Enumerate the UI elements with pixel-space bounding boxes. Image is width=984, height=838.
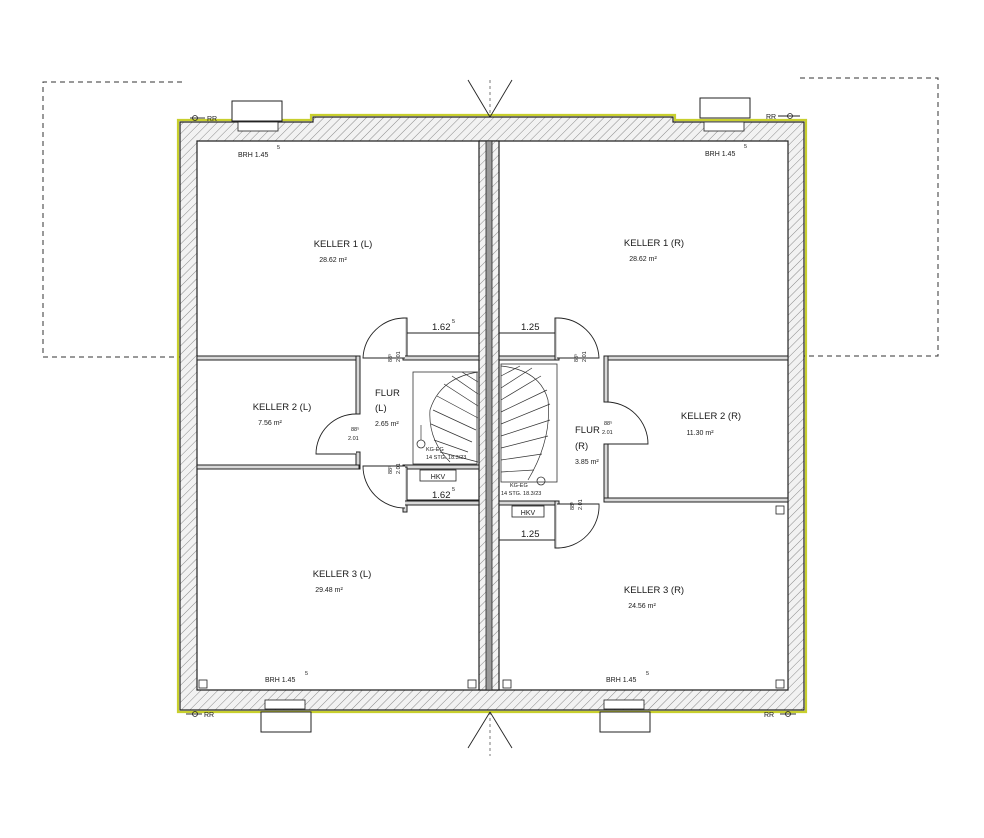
window-top-left xyxy=(231,100,283,122)
door-width: 88⁵ xyxy=(387,466,394,474)
rr-marker-bottom-left: RR xyxy=(186,711,214,719)
room-area-flur-r: 3.85 m² xyxy=(575,459,599,466)
room-name-keller1-r: KELLER 1 (R) xyxy=(624,238,684,249)
brh-label-bottom-left: BRH 1.45 5 xyxy=(265,671,308,684)
window-top-right xyxy=(699,97,751,119)
brh-text: BRH 1.45 xyxy=(705,151,735,158)
rr-marker-bottom-right: RR xyxy=(764,711,796,719)
hkv-label-right: HKV xyxy=(521,510,536,517)
room-side-flur-r: (R) xyxy=(575,441,588,452)
room-name-keller2-r: KELLER 2 (R) xyxy=(681,411,741,422)
door-height: 2.01 xyxy=(396,463,402,474)
rr-label-top-left: RR xyxy=(207,116,217,123)
stair-label: KG-EG xyxy=(426,447,444,453)
door-annot-flur-l-bottom: 88⁵ 2.01 xyxy=(387,463,402,474)
room-area-keller1-l: 28.62 m² xyxy=(319,257,347,264)
room-name-flur-l: FLUR xyxy=(375,388,400,399)
outer-walls xyxy=(176,113,808,714)
room-area-keller1-r: 28.62 m² xyxy=(629,256,657,263)
brh-label-bottom-right: BRH 1.45 5 xyxy=(606,671,649,684)
rr-label-bottom-right: RR xyxy=(764,712,774,719)
room-side-flur-l: (L) xyxy=(375,403,387,414)
dimension-upper-right: 1.25 xyxy=(521,322,540,333)
door-annot-keller2-r: 88⁵ 2.01 xyxy=(602,420,613,436)
room-area-keller3-r: 24.56 m² xyxy=(628,603,656,610)
room-area-keller2-r: 11.30 m² xyxy=(686,430,714,437)
stair-left xyxy=(412,371,479,465)
dimension-lower-left: 1.62 5 xyxy=(432,487,455,501)
door-height: 2.01 xyxy=(602,430,613,436)
hkv-left: HKV xyxy=(419,469,457,482)
stair-spec: 14 STG. 18.3/23 xyxy=(501,491,541,497)
door-width: 88⁵ xyxy=(387,354,394,362)
dashed-outline-right xyxy=(800,77,939,357)
party-wall xyxy=(478,140,500,691)
room-name-flur-r: FLUR xyxy=(575,425,600,436)
section-marker-bottom xyxy=(467,711,513,756)
stair-label-right: KG-EG 14 STG. 18.3/23 xyxy=(501,483,541,497)
brh-sup: 5 xyxy=(646,671,649,677)
door-width: 88⁵ xyxy=(569,502,576,510)
brh-sup: 5 xyxy=(277,145,280,151)
dimension-lines xyxy=(407,332,555,541)
section-marker-top xyxy=(467,79,513,118)
door-annot-flur-l-top: 88⁵ 2.01 xyxy=(387,351,402,362)
stair-spec: 14 STG. 18.3/23 xyxy=(426,455,466,461)
brh-label-top-left: BRH 1.45 5 xyxy=(238,145,280,159)
room-area-keller2-l: 7.56 m² xyxy=(258,420,282,427)
door-annot-flur-r-bottom: 88⁵ 2.01 xyxy=(569,499,584,510)
room-name-keller3-r: KELLER 3 (R) xyxy=(624,585,684,596)
brh-sup: 5 xyxy=(744,144,747,150)
rr-marker-top-right: RR xyxy=(766,113,800,121)
room-area-flur-l: 2.65 m² xyxy=(375,421,399,428)
room-name-keller1-l: KELLER 1 (L) xyxy=(314,239,373,250)
stair-label-left: KG-EG 14 STG. 18.3/23 xyxy=(426,447,466,461)
door-width: 88⁵ xyxy=(573,354,580,362)
door-annot-flur-r-top: 88⁵ 2.01 xyxy=(573,351,588,362)
dimension-lower-right: 1.25 xyxy=(521,529,540,540)
door-width: 88⁵ xyxy=(604,420,612,427)
window-bottom-left xyxy=(260,711,312,733)
brh-label-top-right: BRH 1.45 5 xyxy=(705,144,747,158)
window-bottom-right xyxy=(599,711,651,733)
room-name-keller3-l: KELLER 3 (L) xyxy=(313,569,372,580)
door-width: 88⁵ xyxy=(351,426,359,433)
dim-text: 1.62 xyxy=(432,490,451,501)
dashed-outline-left xyxy=(42,81,182,358)
hkv-right: HKV xyxy=(511,505,545,518)
brh-text: BRH 1.45 xyxy=(606,677,636,684)
doors xyxy=(315,317,649,549)
corner-posts xyxy=(198,505,785,689)
room-area-keller3-l: 29.48 m² xyxy=(315,587,343,594)
rr-label-top-right: RR xyxy=(766,114,776,121)
dimension-upper-left: 1.62 5 xyxy=(432,319,455,333)
rr-label-bottom-left: RR xyxy=(204,712,214,719)
door-height: 2.01 xyxy=(578,499,584,510)
stair-label: KG-EG xyxy=(510,483,528,489)
brh-text: BRH 1.45 xyxy=(238,152,268,159)
door-height: 2.01 xyxy=(582,351,588,362)
interior-walls-left xyxy=(196,317,480,513)
hkv-label-left: HKV xyxy=(431,474,446,481)
door-height: 2.01 xyxy=(348,436,359,442)
rr-marker-top-left: RR xyxy=(190,115,217,123)
stair-right xyxy=(500,363,558,486)
dim-text: 1.62 xyxy=(432,322,451,333)
door-annot-keller2-l: 88⁵ 2.01 xyxy=(348,426,359,442)
brh-text: BRH 1.45 xyxy=(265,677,295,684)
room-name-keller2-l: KELLER 2 (L) xyxy=(253,402,312,413)
door-height: 2.01 xyxy=(396,351,402,362)
windows xyxy=(231,97,751,733)
dim-sup: 5 xyxy=(452,319,455,325)
dim-sup: 5 xyxy=(452,487,455,493)
brh-sup: 5 xyxy=(305,671,308,677)
